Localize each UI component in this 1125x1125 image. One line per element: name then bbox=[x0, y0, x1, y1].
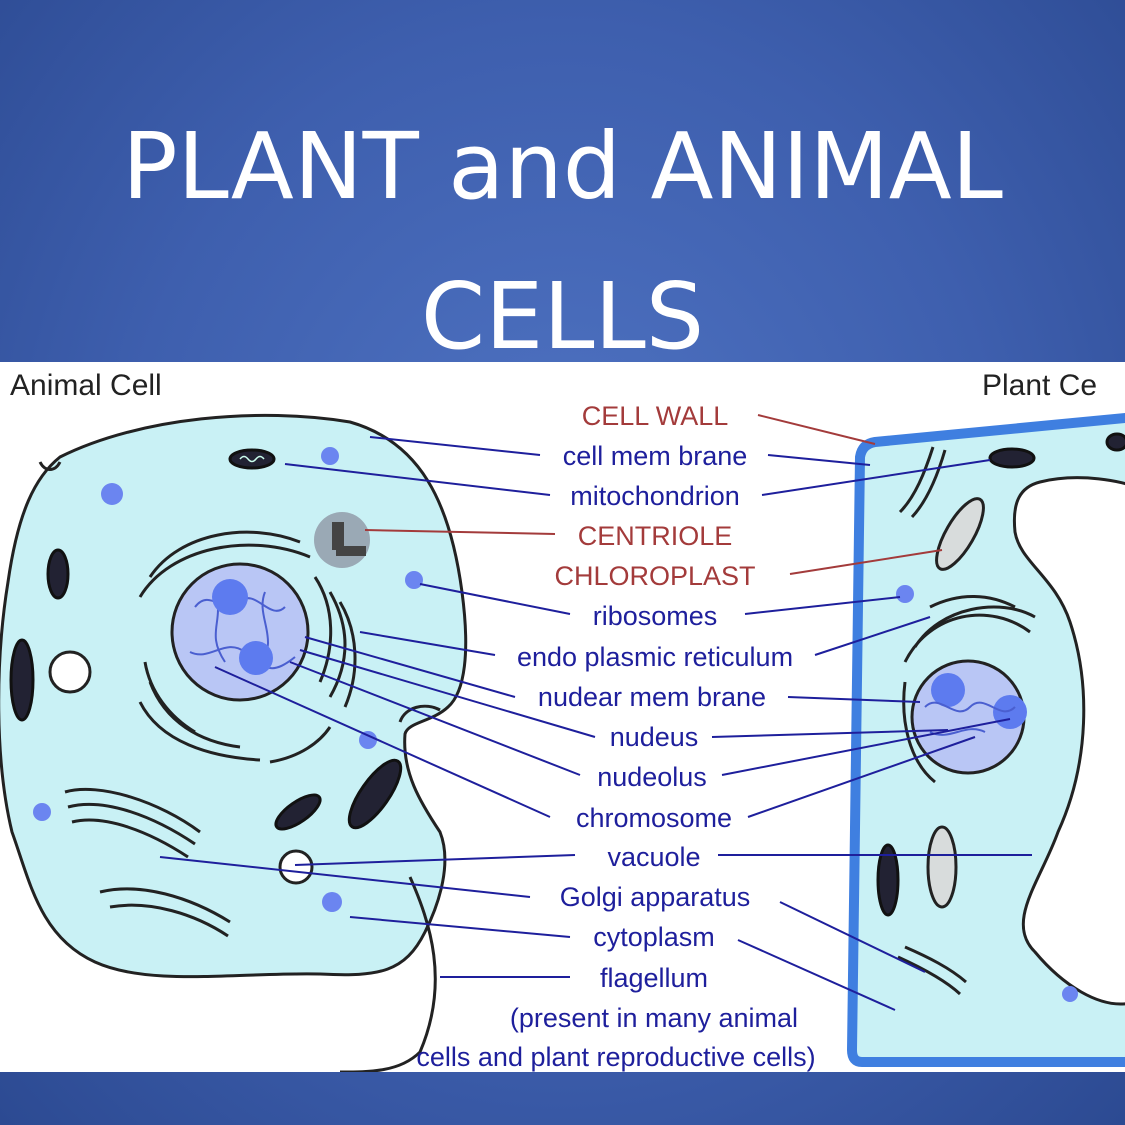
label-note-line-2: cells and plant reproductive cells) bbox=[416, 1042, 815, 1072]
plant-nucleolus-2 bbox=[993, 695, 1027, 729]
label-cell-membrane: cell mem brane bbox=[563, 441, 748, 471]
label-nuclear-membrane: nudear mem brane bbox=[538, 682, 766, 712]
plant-nucleolus-1 bbox=[931, 673, 965, 707]
plant-mitochondria bbox=[876, 432, 1125, 917]
membrane-fold bbox=[398, 704, 441, 723]
cell-diagram: Animal Cell Plant Ce bbox=[0, 369, 1125, 1072]
animal-cell bbox=[0, 413, 468, 1072]
cell-diagram-panel: Animal Cell Plant Ce bbox=[0, 362, 1125, 1072]
animal-mitochondria bbox=[9, 448, 403, 831]
label-cytoplasm: cytoplasm bbox=[593, 922, 715, 952]
label-centriole: CENTRIOLE bbox=[578, 521, 733, 551]
label-cell-wall: CELL WALL bbox=[582, 401, 729, 431]
centriole-rod bbox=[332, 522, 344, 550]
plant-chloroplasts bbox=[926, 497, 985, 909]
label-note-line-1: (present in many animal bbox=[510, 1003, 798, 1033]
centriole-rod-2 bbox=[336, 546, 366, 556]
animal-er bbox=[138, 530, 357, 764]
plant-golgi bbox=[897, 446, 967, 996]
label-chloroplast: CHLOROPLAST bbox=[554, 561, 755, 591]
mito-crista bbox=[239, 455, 265, 463]
leader-lines bbox=[159, 414, 1032, 1011]
label-golgi-apparatus: Golgi apparatus bbox=[560, 882, 751, 912]
title-line-1: PLANT and ANIMAL bbox=[122, 113, 1003, 220]
animal-golgi bbox=[64, 787, 231, 938]
label-mitochondrion: mitochondrion bbox=[570, 481, 740, 511]
animal-cell-heading: Animal Cell bbox=[10, 369, 162, 402]
animal-ribosomes bbox=[33, 447, 423, 912]
title-line-2: CELLS bbox=[420, 263, 705, 370]
label-nucleus: nudeus bbox=[610, 722, 699, 752]
label-chromosome: chromosome bbox=[576, 803, 732, 833]
membrane-notch bbox=[38, 461, 62, 471]
animal-nucleolus-1 bbox=[212, 579, 248, 615]
label-flagellum: flagellum bbox=[600, 963, 708, 993]
plant-cell bbox=[846, 412, 1125, 1067]
plant-vacuole bbox=[1012, 476, 1125, 1006]
label-endoplasmic-reticulum: endo plasmic reticulum bbox=[517, 642, 793, 672]
animal-vacuole bbox=[48, 650, 92, 694]
diagram-labels: CELL WALL cell mem brane mitochondrion C… bbox=[416, 401, 815, 1072]
label-nucleolus: nudeolus bbox=[597, 762, 707, 792]
plant-ribosomes bbox=[896, 585, 1078, 1002]
label-vacuole: vacuole bbox=[607, 842, 700, 872]
label-ribosomes: ribosomes bbox=[593, 601, 718, 631]
animal-nucleolus-2 bbox=[239, 641, 273, 675]
animal-nucleus bbox=[170, 562, 310, 702]
slide-title: PLANT and ANIMAL CELLS bbox=[0, 92, 1125, 392]
plant-cell-heading: Plant Ce bbox=[982, 369, 1097, 402]
flagellum bbox=[339, 876, 437, 1072]
animal-vacuole-2 bbox=[278, 849, 314, 885]
